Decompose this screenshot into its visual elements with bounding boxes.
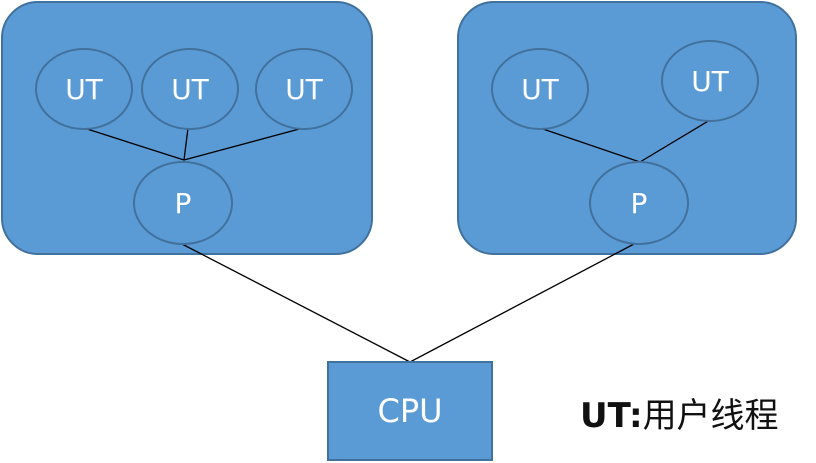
edge-ut4-p2: [539, 127, 641, 163]
process-label: P: [631, 187, 648, 220]
thread-node: [35, 48, 133, 130]
process-node: [589, 161, 689, 245]
legend: UT:用户线程: [580, 388, 779, 437]
legend-meaning: 用户线程: [642, 396, 779, 436]
edge-ut1-p1: [83, 127, 185, 161]
thread-label: UT: [285, 73, 323, 106]
process-label: P: [175, 187, 192, 220]
thread-label: UT: [171, 73, 209, 106]
edge-ut2-p1: [183, 127, 189, 161]
thread-node: [491, 48, 589, 130]
edge-ut5-p2: [639, 119, 711, 163]
thread-label: UT: [691, 65, 729, 98]
thread-label: UT: [65, 73, 103, 106]
edge-p1-cpu: [181, 243, 411, 363]
process-node: [133, 161, 233, 245]
edge-ut3-p1: [183, 127, 304, 161]
thread-node: [661, 40, 759, 122]
thread-node: [255, 48, 353, 130]
thread-label: UT: [521, 73, 559, 106]
cpu-label: CPU: [377, 392, 442, 430]
thread-node: [141, 48, 239, 130]
legend-abbr: UT: [580, 396, 629, 436]
legend-separator: :: [628, 396, 643, 436]
cpu-box: [327, 361, 493, 461]
edge-p2-cpu: [409, 243, 635, 363]
